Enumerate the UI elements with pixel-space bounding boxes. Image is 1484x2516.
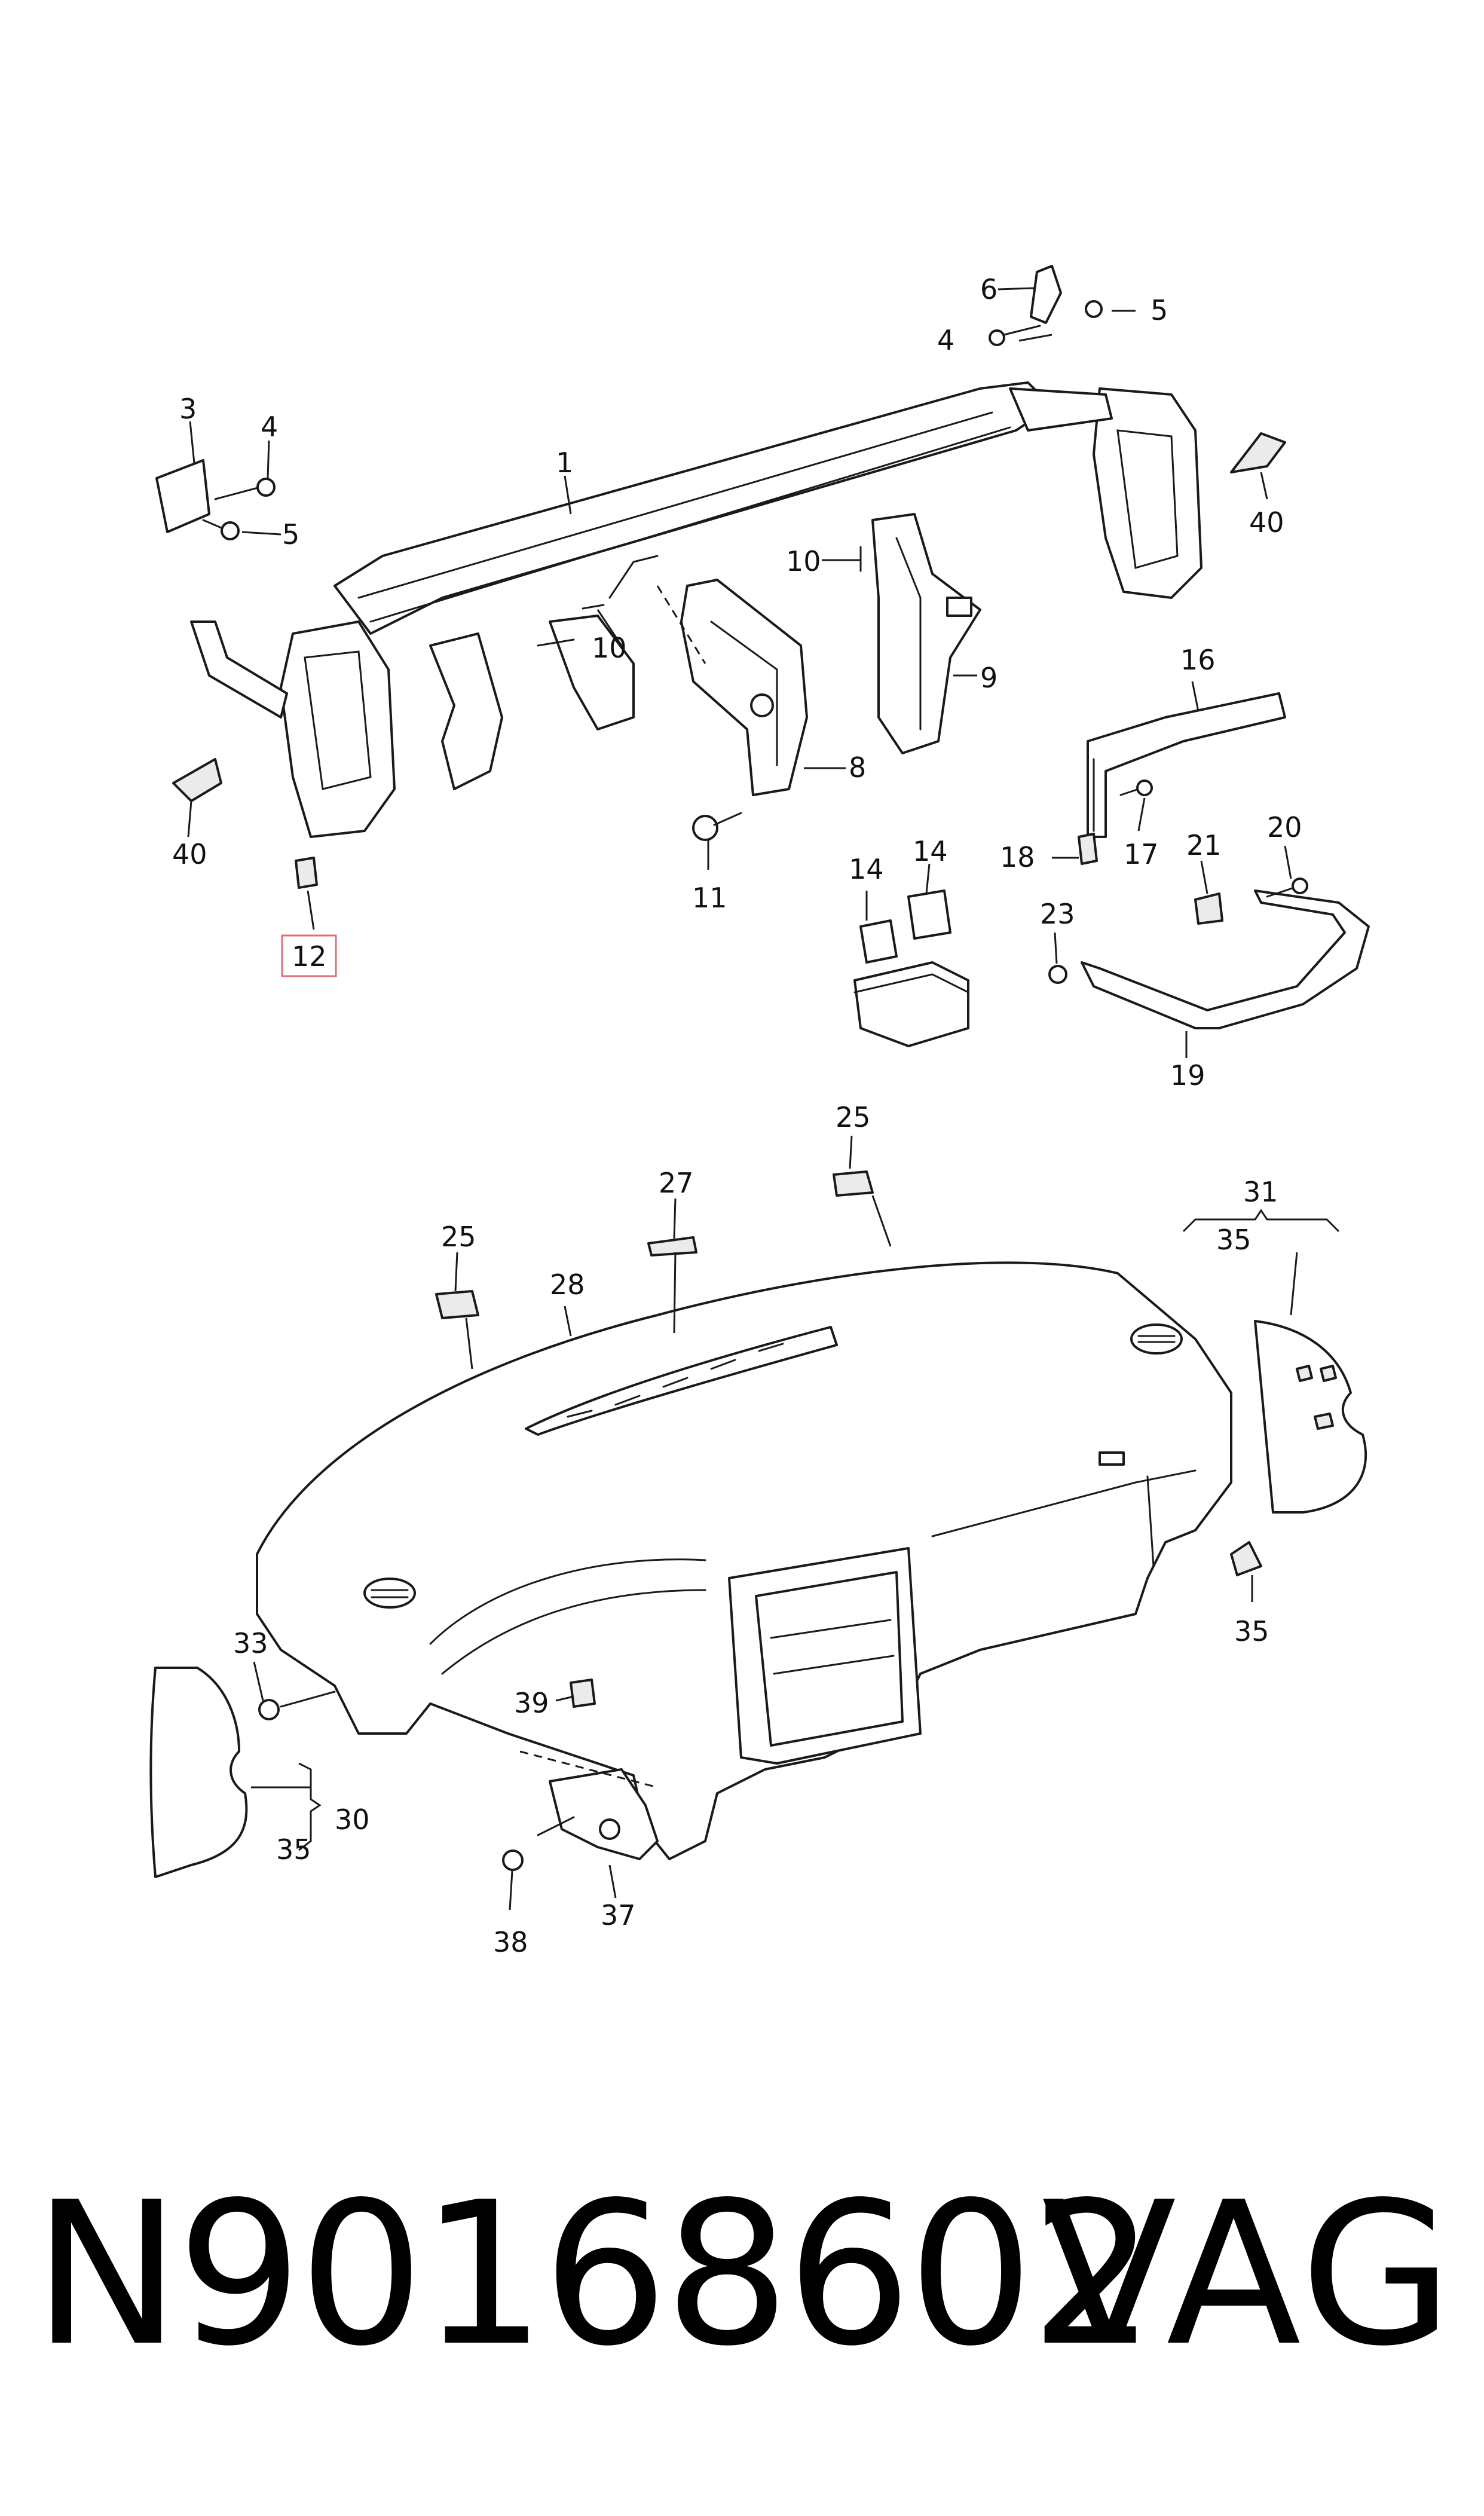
callout-25-left: 25	[441, 1221, 476, 1253]
callout-3: 3	[179, 393, 197, 425]
callout-38: 38	[493, 1926, 528, 1958]
callout-16: 16	[1180, 644, 1216, 676]
callout-5-left: 5	[282, 518, 299, 551]
callout-9: 9	[980, 662, 998, 694]
leader-lines	[187, 287, 1340, 1910]
callout-labels: 1 3 4 5 6 5 4 40 10 10 9 8 40 11 12 14 1…	[172, 273, 1302, 1958]
callout-28: 28	[550, 1268, 585, 1301]
callout-31: 31	[1243, 1176, 1278, 1208]
callout-6: 6	[980, 273, 998, 305]
brand-label: VAG	[1041, 2160, 1455, 2389]
callout-11: 11	[692, 882, 727, 914]
callout-37: 37	[601, 1899, 636, 1931]
callout-39: 39	[514, 1687, 549, 1719]
callout-8: 8	[849, 751, 866, 784]
callout-27: 27	[659, 1167, 694, 1199]
side-cover-31	[1254, 1320, 1367, 1514]
callout-30: 30	[335, 1803, 370, 1836]
callout-40-left: 40	[172, 838, 207, 870]
callout-1: 1	[556, 447, 573, 479]
callout-14-right: 14	[913, 835, 948, 867]
strap-19	[1081, 889, 1370, 1029]
dashboard-panel-28	[256, 1261, 1232, 1860]
callout-10-lower: 10	[592, 632, 627, 664]
part-caption: N90168602 VAG	[33, 2176, 1455, 2373]
cross-member-beam	[190, 381, 1203, 838]
module-14	[853, 889, 969, 1047]
callout-35-right: 35	[1234, 1615, 1269, 1647]
highlight-box-12	[281, 934, 337, 977]
fastener-hardware	[155, 265, 1308, 984]
callout-35-left: 35	[276, 1833, 311, 1866]
callout-10-upper: 10	[786, 545, 821, 577]
knee-panel-37	[502, 1768, 659, 1871]
lower-clips	[258, 1170, 1262, 1720]
callout-40-right: 40	[1249, 506, 1284, 539]
bracket-8	[680, 579, 808, 796]
callout-4-top: 4	[937, 324, 954, 356]
callout-18: 18	[1000, 841, 1035, 873]
callout-23: 23	[1040, 898, 1075, 930]
callout-4-left: 4	[261, 411, 278, 443]
callout-33: 33	[233, 1627, 268, 1659]
side-cover-30	[149, 1667, 248, 1878]
callout-21: 21	[1186, 829, 1222, 861]
bracket-9	[871, 513, 981, 754]
callout-17: 17	[1124, 838, 1159, 870]
callout-19: 19	[1170, 1059, 1205, 1092]
callout-20: 20	[1267, 811, 1302, 843]
bracket-16	[1087, 692, 1286, 838]
callout-12: 12	[292, 940, 327, 973]
callout-5-top: 5	[1151, 294, 1168, 326]
callout-14-left: 14	[849, 853, 884, 885]
callout-25-top: 25	[836, 1101, 871, 1133]
part-number-label: N90168602	[33, 2160, 1156, 2389]
callout-35-top: 35	[1216, 1224, 1252, 1256]
